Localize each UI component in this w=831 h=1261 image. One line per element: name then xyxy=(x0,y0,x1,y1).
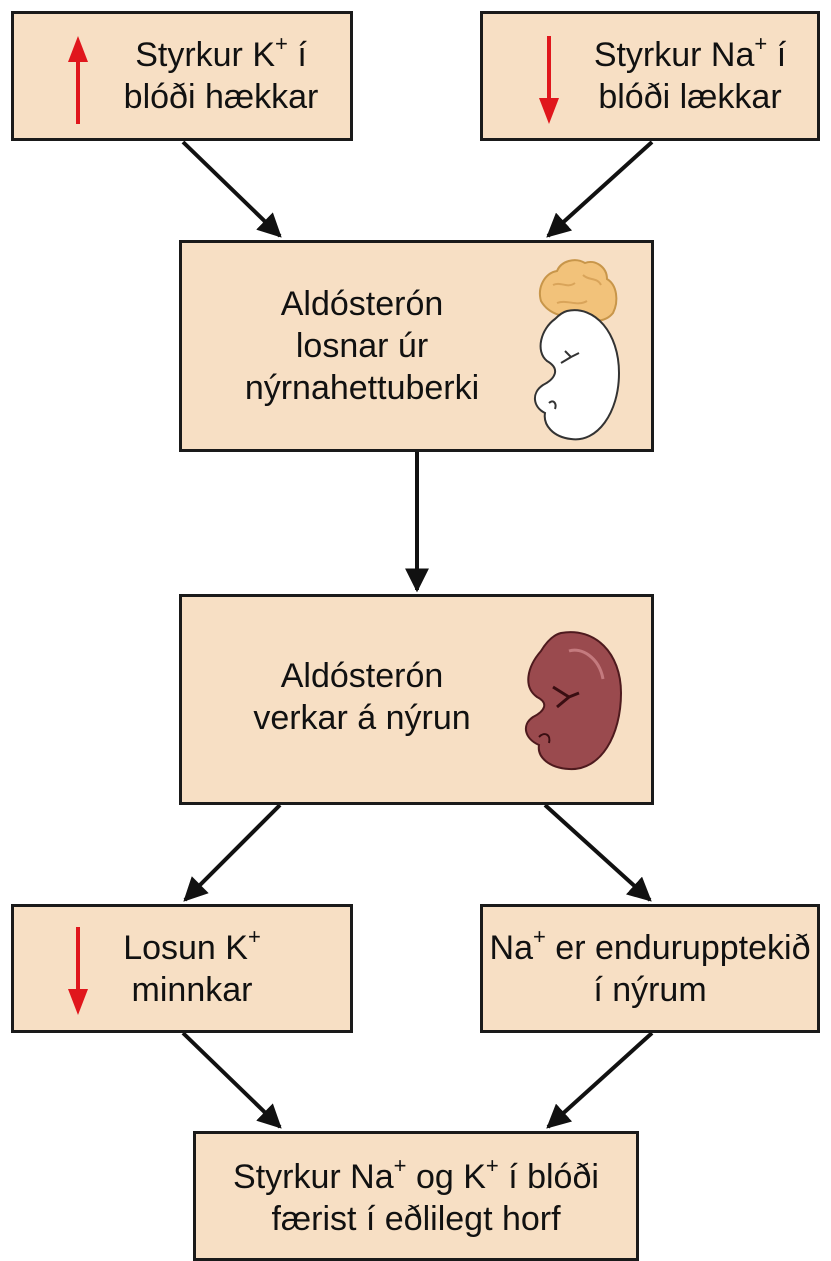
sup-plus: + xyxy=(247,923,261,949)
text-k-release-line1: Losun K xyxy=(123,929,248,967)
text-aldo-acts-line2: verkar á nýrun xyxy=(253,699,471,737)
text-k-rises-line1: Styrkur K xyxy=(135,36,276,74)
sup-plus: + xyxy=(532,923,546,949)
adrenal-gland-on-kidney-icon xyxy=(534,259,621,441)
sup-plus: + xyxy=(393,1152,407,1178)
box-potassium-release-text: Losun K+ minnkar xyxy=(92,923,292,1011)
arrow-aldo-acts-to-k-release xyxy=(183,803,282,902)
red-down-arrow-icon xyxy=(68,927,88,1015)
text-na-reabsorbed-line2: í nýrum xyxy=(593,971,707,1009)
sup-plus: + xyxy=(754,30,768,56)
box-sodium-falls: Styrkur Na+ í blóði lækkar xyxy=(480,11,820,141)
arrow-na-falls-to-aldo-released xyxy=(546,140,654,238)
sup-plus: + xyxy=(485,1152,499,1178)
red-down-arrow-icon xyxy=(539,36,559,124)
text-k-rises-line2: blóði hækkar xyxy=(123,78,319,116)
box-potassium-release-decreases: Losun K+ minnkar xyxy=(11,904,353,1033)
text-na-falls-line1-end: í xyxy=(767,36,787,74)
box-aldosterone-released-text: Aldósterón losnar úr nýrnahettuberki xyxy=(212,283,512,409)
text-normalize-line1-c: í blóði xyxy=(498,1158,599,1196)
box-aldosterone-acts: Aldósterón verkar á nýrun xyxy=(179,594,654,805)
box-sodium-reabsorbed: Na+ er endurupptekið í nýrum xyxy=(480,904,820,1033)
sup-plus: + xyxy=(275,30,288,56)
kidney-icon xyxy=(524,631,623,771)
text-k-rises-line1-end: í xyxy=(287,36,307,74)
box-aldosterone-released: Aldósterón losnar úr nýrnahettuberki xyxy=(179,240,654,452)
text-na-falls-line1: Styrkur Na xyxy=(593,36,755,74)
text-normalize-line1-a: Styrkur Na xyxy=(233,1158,394,1196)
red-up-arrow-icon xyxy=(68,36,88,124)
text-aldo-released-line1: Aldósterón xyxy=(280,285,444,323)
box-sodium-reabsorbed-text: Na+ er endurupptekið í nýrum xyxy=(483,923,817,1011)
box-levels-normalize-text: Styrkur Na+ og K+ í blóði færist í eðlil… xyxy=(196,1152,636,1240)
text-normalize-line2: færist í eðlilegt horf xyxy=(271,1200,561,1238)
box-levels-normalize: Styrkur Na+ og K+ í blóði færist í eðlil… xyxy=(193,1131,639,1261)
arrow-aldo-acts-to-na-reabsorbed xyxy=(543,803,652,902)
text-na-reabsorbed-line1-end: er endurupptekið xyxy=(545,929,811,967)
box-aldosterone-acts-text: Aldósterón verkar á nýrun xyxy=(212,655,512,739)
text-aldo-acts-line1: Aldósterón xyxy=(280,657,444,695)
text-k-release-line2: minnkar xyxy=(131,971,253,1009)
arrow-na-reabsorbed-to-normalized xyxy=(546,1031,654,1129)
text-normalize-line1-b: og K xyxy=(406,1158,486,1196)
text-aldo-released-line3: nýrnahettuberki xyxy=(244,369,480,407)
text-na-falls-line2: blóði lækkar xyxy=(598,78,782,116)
box-potassium-rises: Styrkur K+ í blóði hækkar xyxy=(11,11,353,141)
box-potassium-rises-text: Styrkur K+ í blóði hækkar xyxy=(106,30,336,118)
arrow-k-rises-to-aldo-released xyxy=(181,140,282,238)
text-aldo-released-line2: losnar úr xyxy=(295,327,429,365)
box-sodium-falls-text: Styrkur Na+ í blóði lækkar xyxy=(575,30,805,118)
arrow-k-release-to-normalized xyxy=(181,1031,282,1129)
text-na-reabsorbed-line1: Na xyxy=(489,929,533,967)
